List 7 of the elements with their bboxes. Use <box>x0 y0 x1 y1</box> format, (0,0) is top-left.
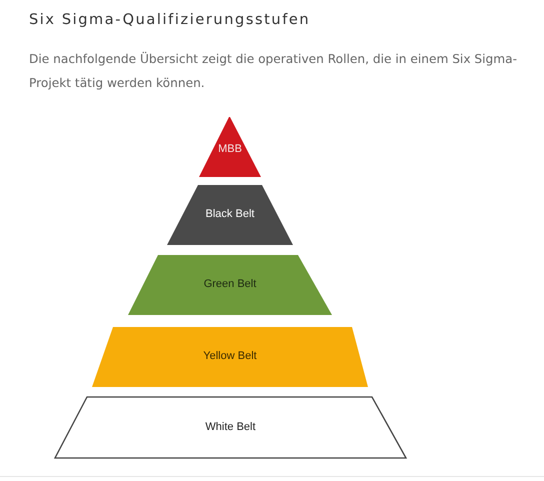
level-label: White Belt <box>204 420 257 432</box>
heading: Six Sigma-Qualifizierungsstufen <box>29 12 310 28</box>
level-label: Yellow Belt <box>202 350 258 362</box>
level-label: Black Belt <box>204 208 256 220</box>
level-label: MBB <box>217 143 243 155</box>
level-label: Green Belt <box>202 278 258 290</box>
caption: Die nachfolgende Übersicht zeigt die operativen Rollen, die in einem Six Sigma-Projekt tätig werden können. <box>29 50 518 92</box>
